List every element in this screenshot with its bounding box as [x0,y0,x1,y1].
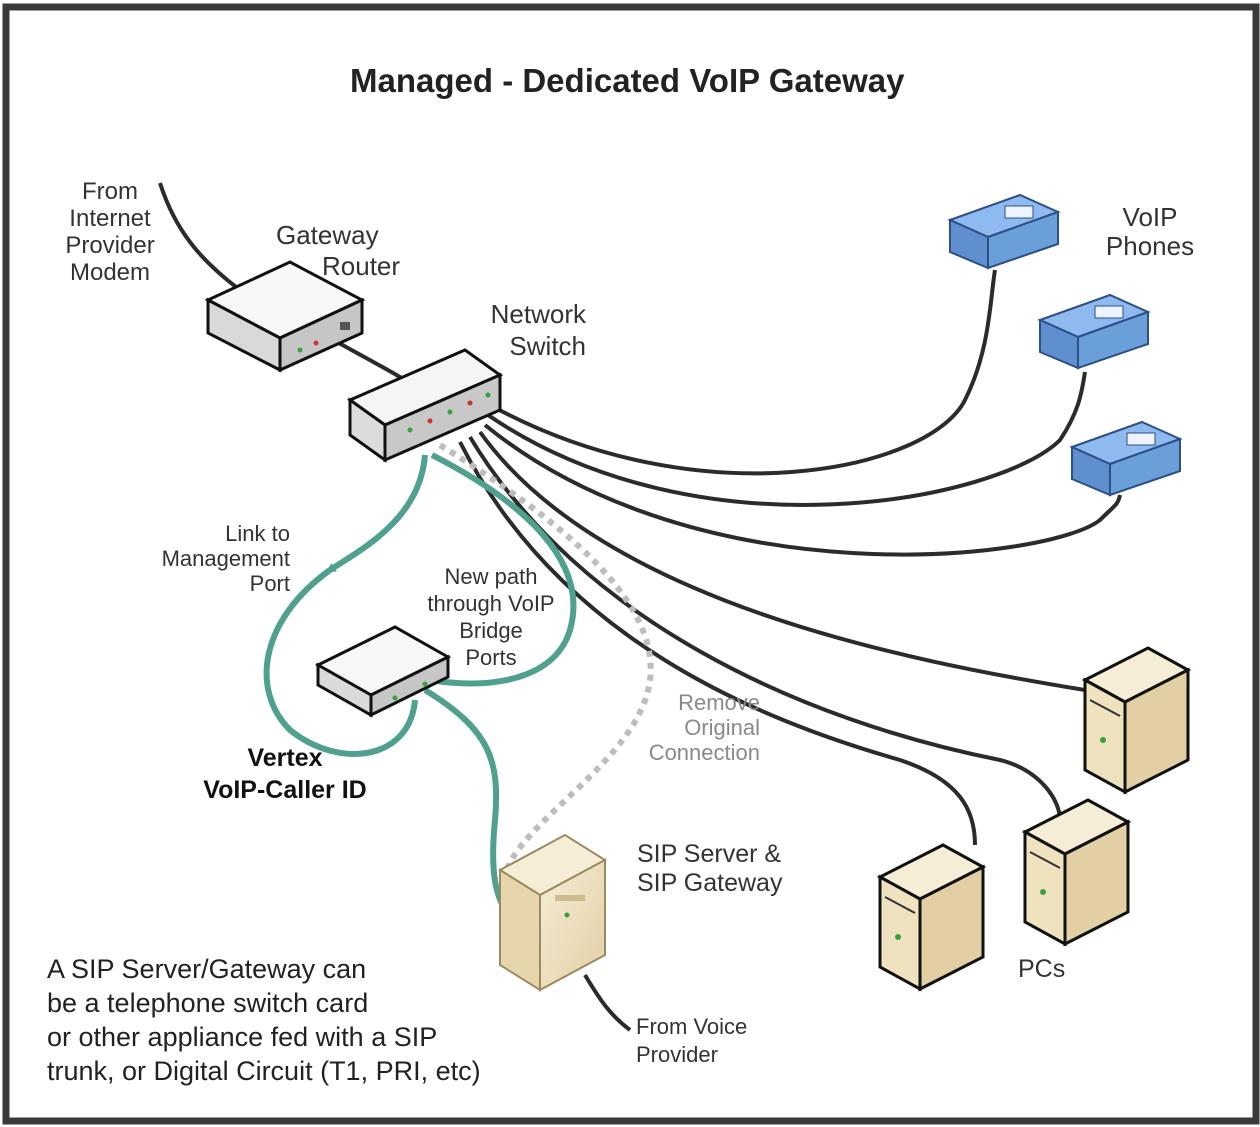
label-line: From Voice [636,1014,748,1039]
label-line: From [82,178,138,205]
label-sip-server: SIP Server & SIP Gateway [637,840,782,898]
note-line: or other appliance fed with a SIP [47,1022,438,1052]
label-line: SIP Server & [637,840,782,868]
label-line: Bridge [459,618,523,643]
label-line: Provider [65,232,155,259]
pc-cable-1 [478,430,1086,692]
label-remove-original: Remove Original Connection [620,690,760,765]
pc-cable-3 [458,441,977,846]
note-line: be a telephone switch card [47,988,369,1018]
phone-cable-2 [486,371,1087,507]
phone-icon [1069,420,1183,497]
server-icon [1081,646,1192,795]
label-line: Port [249,571,290,596]
removed-connection-line [438,442,654,876]
diagram-frame [2,3,1260,1125]
router-icon [204,260,366,373]
label-line: Gateway [276,220,379,250]
label-line: VoIP-Caller ID [203,776,367,804]
label-vertex: Vertex VoIP-Caller ID [180,742,390,806]
label-from-internet: From Internet Provider Modem [55,176,165,288]
label-new-path: New path through VoIP Bridge Ports [413,563,569,671]
phone-icon [947,193,1061,270]
bridge-path-in [429,452,577,687]
sip-gateway-note: A SIP Server/Gateway can be a telephone … [47,952,481,1088]
label-line: Management [161,546,290,571]
label-line: Switch [509,331,586,361]
bridge-device-icon [314,625,452,718]
phone-icon [1037,293,1151,370]
server-icon [498,833,607,992]
label-line: Remove [678,690,760,715]
label-voip-phones: VoIP Phones [1095,203,1205,261]
server-icon [1021,798,1132,947]
label-pcs: PCs [1018,955,1066,983]
label-line: New path [444,564,538,589]
label-line: through VoIP [427,591,555,616]
bridge-path-out [423,687,513,918]
note-line: trunk, or Digital Circuit (T1, PRI, etc) [47,1056,481,1086]
phone-cable-3 [483,423,1122,557]
label-line: VoIP [1122,202,1178,232]
label-line: Provider [636,1042,718,1067]
note-line: A SIP Server/Gateway can [47,954,367,984]
label-line: Modem [69,259,151,286]
label-line: Phones [1105,231,1195,261]
label-line: Network [490,299,586,329]
label-gateway-router: Gateway Router [276,220,400,282]
router-switch-cable [329,336,407,382]
label-line: Vertex [247,744,323,772]
label-line: SIP Gateway [637,869,783,897]
label-line: Original [684,715,760,740]
label-line: Router [322,251,401,281]
diagram-title: Managed - Dedicated VoIP Gateway [350,62,905,99]
internet-cable [158,182,242,292]
label-line: Link to [225,521,290,546]
switch-icon [346,348,504,463]
management-link-arrow [325,454,428,573]
label-line: Ports [465,645,517,670]
voice-provider-cable [583,973,632,1032]
label-line: Internet [69,205,151,232]
label-link-to-management: Link to Management Port [140,521,290,596]
label-line: Connection [648,740,760,765]
phone-cable-1 [489,269,997,476]
management-link-line [263,567,418,757]
pc-cable-2 [468,435,1062,821]
server-icon [876,843,987,992]
label-from-voice-provider: From Voice Provider [636,1013,747,1069]
label-network-switch: Network Switch [470,298,586,362]
